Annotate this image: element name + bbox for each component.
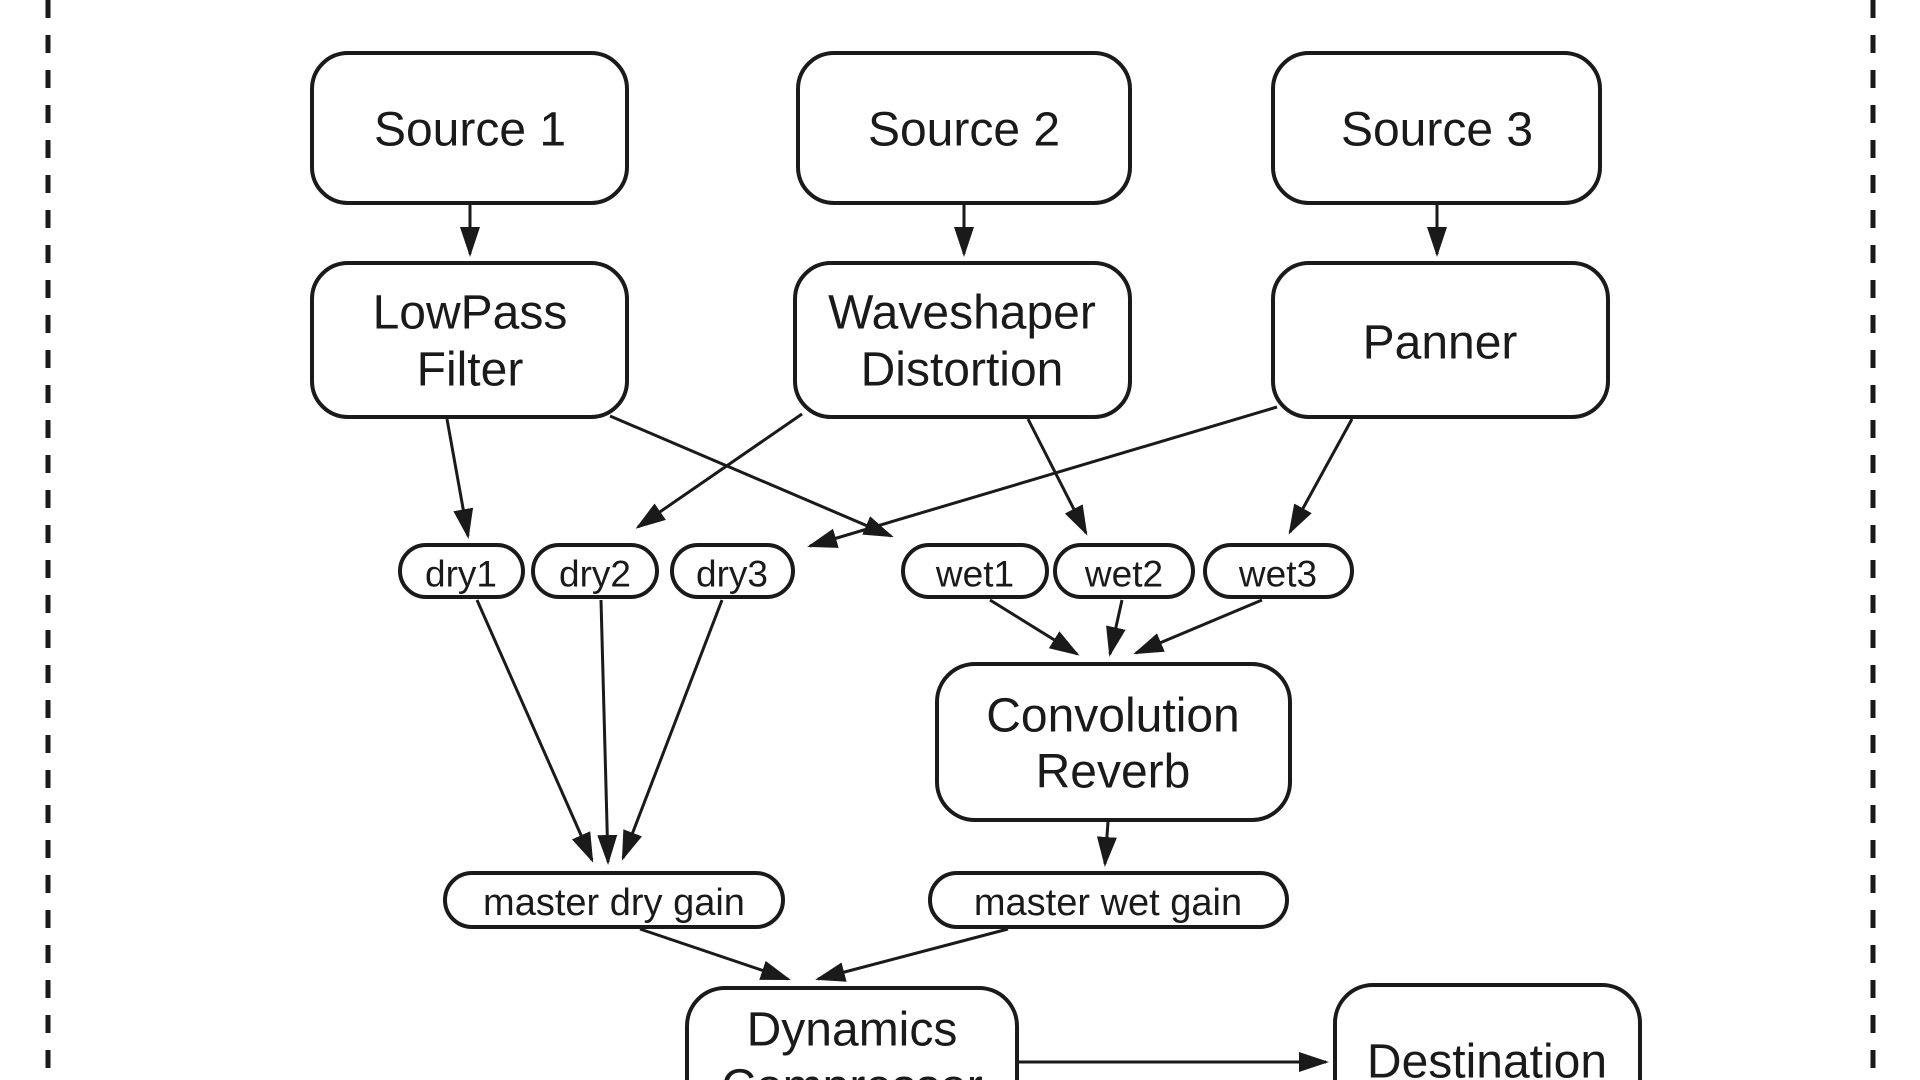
edge-master-wet-compressor xyxy=(815,927,1009,982)
node-panner: Panner xyxy=(1271,261,1610,419)
edge-wet2-reverb xyxy=(1106,599,1126,657)
edge-dry3-master-dry-gain xyxy=(621,599,724,861)
edge-reverb-master-wet-gain xyxy=(1096,821,1117,867)
node-master-dry-gain-label: master dry gain xyxy=(483,882,745,924)
node-master-wet-gain: master wet gain xyxy=(928,871,1289,929)
edge-waveshaper-dry2 xyxy=(635,412,803,529)
node-source-3-box xyxy=(1271,51,1602,205)
node-dry2-label: dry2 xyxy=(559,554,631,595)
node-waveshaper-distortion-label-line1: Waveshaper xyxy=(828,287,1096,340)
node-source-2: Source 2 xyxy=(796,51,1132,205)
node-wet1-box xyxy=(901,543,1049,599)
node-source-3: Source 3 xyxy=(1271,51,1602,205)
node-source-3-label: Source 3 xyxy=(1341,104,1533,157)
edge-wet3-reverb xyxy=(1133,598,1263,655)
node-destination: Destination xyxy=(1333,983,1642,1080)
edge-waveshaper-wet2 xyxy=(1026,418,1088,536)
node-waveshaper-distortion-box xyxy=(793,261,1132,419)
node-wet1: wet1 xyxy=(901,543,1049,599)
node-convolution-reverb-label-line1: Convolution xyxy=(986,690,1240,743)
node-dry2-box xyxy=(531,543,659,599)
node-waveshaper-distortion: Waveshaper Distortion xyxy=(793,261,1132,419)
node-source-1-box xyxy=(310,51,629,205)
node-master-dry-gain: master dry gain xyxy=(443,871,785,929)
node-master-dry-gain-box xyxy=(443,871,785,929)
node-wet2-box xyxy=(1053,543,1195,599)
node-panner-box xyxy=(1271,261,1610,419)
node-destination-label: Destination xyxy=(1367,1036,1607,1080)
node-dry3-label: dry3 xyxy=(696,554,768,595)
node-dry1-label: dry1 xyxy=(425,554,497,595)
node-dry1-box xyxy=(398,543,525,599)
node-wet2-label: wet2 xyxy=(1084,554,1163,595)
node-dynamics-compressor-box xyxy=(685,986,1019,1080)
edge-panner-dry3 xyxy=(807,405,1278,548)
node-dry1: dry1 xyxy=(398,543,525,599)
node-lowpass-filter-label-line2: Filter xyxy=(417,344,524,397)
node-convolution-reverb-box xyxy=(935,662,1292,822)
node-panner-label: Panner xyxy=(1363,317,1518,370)
node-source-1: Source 1 xyxy=(310,51,629,205)
node-master-wet-gain-label: master wet gain xyxy=(974,882,1242,924)
edges xyxy=(445,205,1447,1072)
node-destination-box xyxy=(1333,983,1642,1080)
node-source-1-label: Source 1 xyxy=(374,104,566,157)
node-waveshaper-distortion-label-line2: Distortion xyxy=(861,344,1064,397)
node-lowpass-filter: LowPass Filter xyxy=(310,261,629,419)
node-convolution-reverb: Convolution Reverb xyxy=(935,662,1292,822)
node-convolution-reverb-label-line2: Reverb xyxy=(1036,746,1191,799)
node-source-2-box xyxy=(796,51,1132,205)
edge-lowpass-dry1 xyxy=(445,418,474,539)
node-wet1-label: wet1 xyxy=(935,554,1014,595)
node-wet2: wet2 xyxy=(1053,543,1195,599)
node-master-wet-gain-box xyxy=(928,871,1289,929)
node-dry3: dry3 xyxy=(670,543,795,599)
node-wet3-box xyxy=(1203,543,1354,599)
edge-dry2-master-dry-gain xyxy=(597,599,618,865)
node-lowpass-filter-label-line1: LowPass xyxy=(373,287,568,340)
node-dynamics-compressor: Dynamics Compressor xyxy=(685,986,1019,1080)
node-wet3-label: wet3 xyxy=(1238,554,1317,595)
edge-master-dry-compressor xyxy=(639,927,791,981)
node-dynamics-compressor-label-line2: Compressor xyxy=(721,1061,982,1080)
edge-lowpass-wet1 xyxy=(609,414,894,538)
node-source-2-label: Source 2 xyxy=(868,104,1060,157)
edge-dry1-master-dry-gain xyxy=(475,599,594,863)
node-dry2: dry2 xyxy=(531,543,659,599)
node-lowpass-filter-box xyxy=(310,261,629,419)
node-dynamics-compressor-label-line1: Dynamics xyxy=(747,1004,958,1057)
node-wet3: wet3 xyxy=(1203,543,1354,599)
edge-panner-wet3 xyxy=(1288,418,1354,535)
node-dry3-box xyxy=(670,543,795,599)
edge-wet1-reverb xyxy=(989,598,1080,656)
